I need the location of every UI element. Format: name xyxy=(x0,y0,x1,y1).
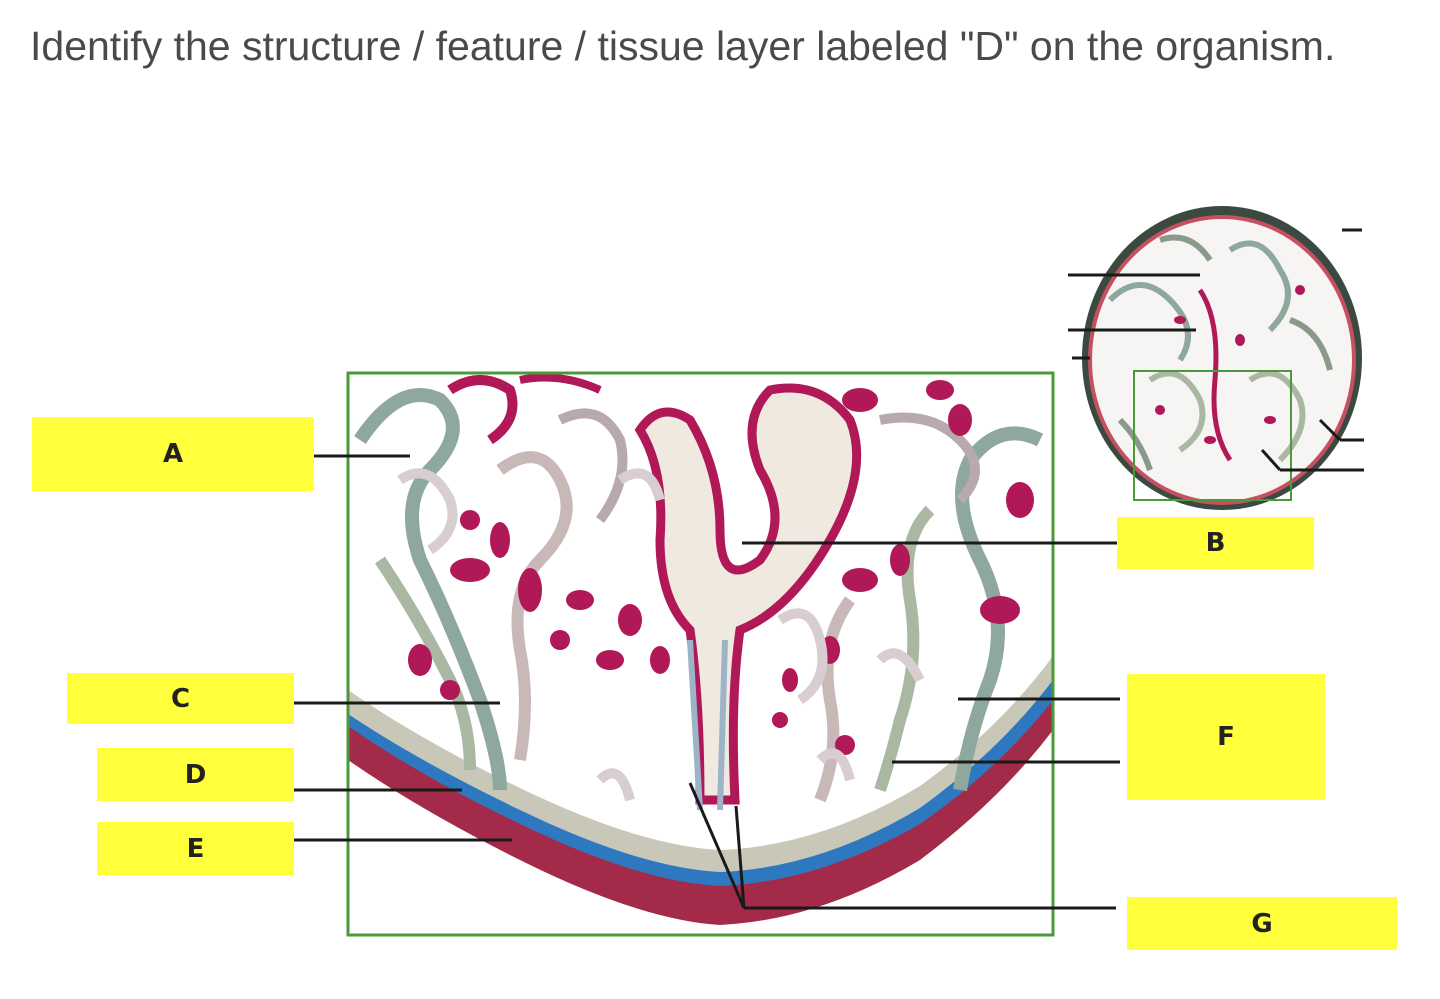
overview-section-image xyxy=(1082,206,1362,510)
outer-wall-muscle xyxy=(348,656,1053,872)
outer-wall-blue xyxy=(348,678,1053,886)
leader-line-g-branch2 xyxy=(734,805,746,909)
label-box-a[interactable]: A xyxy=(32,417,314,491)
overview-inset-frame xyxy=(1133,370,1292,501)
leader-lines xyxy=(294,228,1364,910)
magnified-frame xyxy=(346,371,1055,937)
label-box-c[interactable]: C xyxy=(67,673,294,724)
label-box-d[interactable]: D xyxy=(97,748,294,801)
magnified-section-image xyxy=(348,373,1053,935)
question-text: Identify the structure / feature / tissu… xyxy=(30,23,1336,69)
central-fold xyxy=(634,383,862,805)
label-box-f[interactable]: F xyxy=(1127,674,1325,800)
leader-line-g-branch1 xyxy=(688,782,746,909)
label-box-b[interactable]: B xyxy=(1117,517,1314,569)
overview-leader-4 xyxy=(1318,418,1342,442)
label-box-e[interactable]: E xyxy=(97,822,294,875)
overview-leader-6 xyxy=(1260,448,1282,472)
label-box-g[interactable]: G xyxy=(1127,897,1397,950)
